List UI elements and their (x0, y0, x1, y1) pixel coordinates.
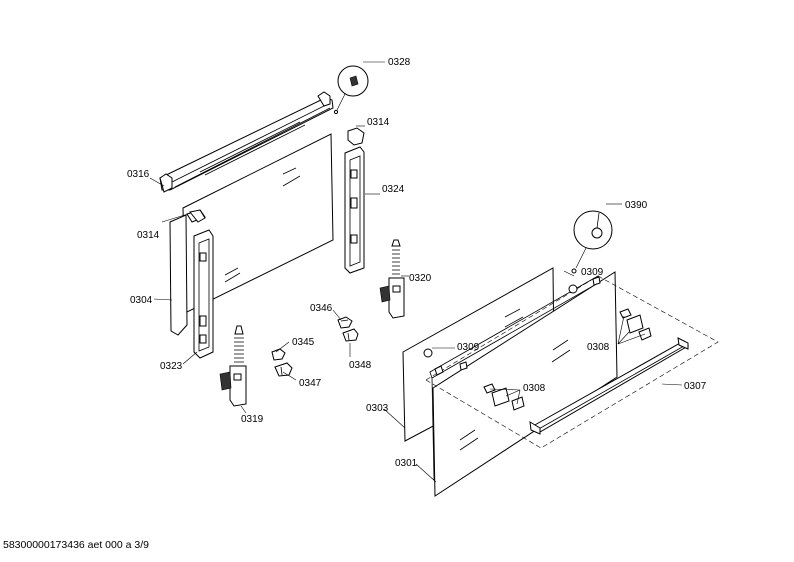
part-0328-detail-bubble (333, 65, 369, 115)
label-0309-lower: 0309 (457, 342, 480, 353)
label-0346: 0346 (310, 303, 333, 314)
part-0323-side-bracket (193, 229, 214, 359)
part-0346-small-latch (337, 316, 353, 329)
label-0307: 0307 (684, 381, 707, 392)
part-0324-side-bracket (344, 146, 365, 274)
part-0345-small-latch (271, 348, 286, 361)
part-0307-handle (529, 337, 689, 435)
label-0314-upper: 0314 (367, 117, 390, 128)
part-0348-small-bracket (342, 328, 359, 342)
part-0390-detail-bubble (571, 210, 613, 274)
part-0309-clip-lower (423, 348, 468, 376)
label-0303: 0303 (366, 403, 389, 414)
label-0390: 0390 (625, 200, 648, 211)
part-0308-pads-lower (483, 383, 525, 411)
label-0314-lower: 0314 (137, 230, 160, 241)
part-0319-hinge (219, 325, 247, 407)
part-0301-outer-glass (432, 271, 618, 497)
part-labels: 0328 0314 0316 0324 0314 0304 0320 0346 … (127, 57, 707, 469)
label-0301: 0301 (395, 458, 418, 469)
part-0347-small-bracket (274, 362, 293, 377)
label-0347: 0347 (299, 378, 322, 389)
label-0308-lower: 0308 (523, 383, 546, 394)
part-0314-clip-lower (189, 209, 206, 223)
label-0348: 0348 (349, 360, 372, 371)
label-0319: 0319 (241, 414, 264, 425)
part-0308-pads-upper (619, 308, 652, 341)
part-0307-dashed-outline (425, 275, 719, 449)
label-0323: 0323 (160, 361, 183, 372)
part-0316-top-rail (159, 91, 334, 193)
label-0328: 0328 (388, 57, 411, 68)
label-0324: 0324 (382, 184, 405, 195)
part-0320-hinge (379, 239, 405, 319)
label-0304: 0304 (130, 295, 153, 306)
document-footer-id: 58300000173436 aet 000 a 3/9 (3, 539, 149, 551)
label-0308-upper: 0308 (587, 342, 610, 353)
part-0309-clip-upper (568, 276, 601, 294)
label-0320: 0320 (409, 273, 432, 284)
label-0345: 0345 (292, 337, 315, 348)
leader-lines (149, 61, 683, 483)
label-0316: 0316 (127, 169, 150, 180)
part-0314-clip-upper (347, 127, 365, 146)
label-0309-upper: 0309 (581, 267, 604, 278)
